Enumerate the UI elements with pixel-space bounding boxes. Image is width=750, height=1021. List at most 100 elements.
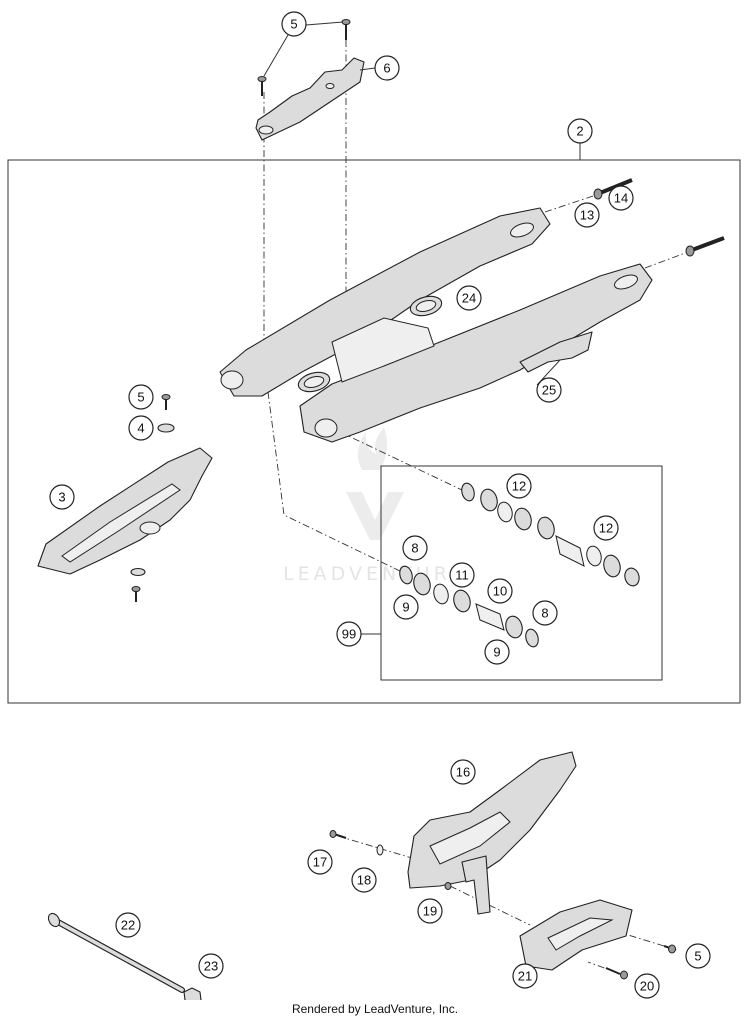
screw-head xyxy=(444,882,452,890)
chain-guide-slot xyxy=(61,483,181,563)
bracket-part xyxy=(255,57,365,141)
screw-head xyxy=(341,19,351,25)
callout-label: 3 xyxy=(58,490,65,505)
bearing-ring xyxy=(433,583,449,605)
callouts: 5 6 2 14 13 24 25 5 4 3 12 12 8 11 10 8 … xyxy=(49,11,711,999)
axle-bolt xyxy=(691,236,725,252)
callout-5-top[interactable]: 5 xyxy=(281,11,307,37)
swingarm-part xyxy=(219,207,653,443)
callout-label: 12 xyxy=(512,479,526,494)
leader-line xyxy=(263,34,289,77)
seal-ring xyxy=(624,567,640,587)
axle-slot-left xyxy=(510,222,534,238)
callout-label: 8 xyxy=(411,541,418,556)
callout-label: 6 xyxy=(383,61,390,76)
axle-nut xyxy=(183,987,202,1000)
washer-part xyxy=(376,844,384,856)
kit-frame xyxy=(380,465,663,681)
callout-17[interactable]: 17 xyxy=(307,849,333,875)
callout-11[interactable]: 11 xyxy=(449,562,475,588)
seal-ring xyxy=(461,482,475,502)
footer-credit: Rendered by LeadVenture, Inc. xyxy=(291,1002,459,1016)
chain-guide-boss xyxy=(139,521,161,535)
callout-20[interactable]: 20 xyxy=(634,973,660,999)
callout-label: 18 xyxy=(357,873,371,888)
callout-18[interactable]: 18 xyxy=(351,867,377,893)
callout-8-b[interactable]: 8 xyxy=(532,600,558,626)
swingarm-cross-member xyxy=(331,317,435,383)
callout-12-a[interactable]: 12 xyxy=(506,473,532,499)
bearing-ring xyxy=(537,516,555,540)
callout-23[interactable]: 23 xyxy=(198,953,224,979)
callout-10[interactable]: 10 xyxy=(487,578,513,604)
bearing-ring xyxy=(497,501,513,523)
screw-head xyxy=(257,76,267,82)
callout-label: 9 xyxy=(402,600,409,615)
bearing-sleeve xyxy=(555,535,585,567)
callout-label: 17 xyxy=(313,855,327,870)
axle-part xyxy=(47,912,202,1000)
alignment-line xyxy=(337,835,413,859)
bearing-ring xyxy=(514,507,532,531)
callout-label: 5 xyxy=(694,949,701,964)
callout-label: 19 xyxy=(423,904,437,919)
callout-6[interactable]: 6 xyxy=(374,55,400,81)
callout-label: 5 xyxy=(137,390,144,405)
screw-head xyxy=(668,944,676,954)
watermark-logo xyxy=(357,428,388,470)
bolt-head xyxy=(161,394,171,400)
callout-label: 25 xyxy=(542,383,556,398)
callout-label: 2 xyxy=(576,124,583,139)
watermark-logo-v xyxy=(346,492,404,540)
callout-16[interactable]: 16 xyxy=(450,759,476,785)
callout-22[interactable]: 22 xyxy=(115,912,141,938)
seal-ring xyxy=(399,565,413,585)
callout-label: 9 xyxy=(493,645,500,660)
callout-label: 13 xyxy=(580,208,594,223)
bearing-ring xyxy=(603,554,621,578)
alignment-line xyxy=(544,194,597,213)
seal-ring xyxy=(525,628,539,648)
chain-guide-part xyxy=(37,394,213,602)
callout-13[interactable]: 13 xyxy=(574,202,600,228)
callout-5-bottom[interactable]: 5 xyxy=(685,943,711,969)
callout-8-a[interactable]: 8 xyxy=(402,535,428,561)
callout-label: 22 xyxy=(121,918,135,933)
swingarm-upper-arm xyxy=(219,207,551,397)
swingarm-bracket xyxy=(519,331,593,373)
callout-25[interactable]: 25 xyxy=(536,377,562,403)
callout-label: 5 xyxy=(290,17,297,32)
callout-2[interactable]: 2 xyxy=(567,118,593,144)
alignment-line xyxy=(339,431,463,491)
callout-label: 24 xyxy=(462,291,476,306)
axle-head xyxy=(47,912,61,928)
callout-24[interactable]: 24 xyxy=(456,285,482,311)
chain-slider-window xyxy=(429,811,511,865)
callout-99[interactable]: 99 xyxy=(336,621,362,647)
callout-14[interactable]: 14 xyxy=(608,185,634,211)
callout-label: 4 xyxy=(137,421,144,436)
callout-21[interactable]: 21 xyxy=(512,963,538,989)
bearing-kit xyxy=(399,482,640,648)
axle-washer xyxy=(593,188,603,200)
guide-part xyxy=(519,899,677,980)
callout-4[interactable]: 4 xyxy=(128,415,154,441)
bearing-ring xyxy=(453,589,471,613)
callout-12-b[interactable]: 12 xyxy=(593,515,619,541)
callout-label: 8 xyxy=(541,606,548,621)
bolt-head xyxy=(131,586,141,592)
nut-part xyxy=(157,423,175,433)
assembly-frame xyxy=(7,159,741,704)
alignment-line xyxy=(644,251,689,269)
parts-diagram: LEADVENTURE xyxy=(7,11,741,1000)
washer-part xyxy=(130,567,146,577)
callout-9-b[interactable]: 9 xyxy=(484,639,510,665)
callout-9-a[interactable]: 9 xyxy=(393,594,419,620)
leader-line xyxy=(305,21,344,26)
callout-label: 23 xyxy=(204,959,218,974)
callout-3[interactable]: 3 xyxy=(49,484,75,510)
callout-5-left[interactable]: 5 xyxy=(128,384,154,410)
callout-19[interactable]: 19 xyxy=(417,898,443,924)
callout-label: 99 xyxy=(342,627,356,642)
bracket-body xyxy=(255,57,365,141)
